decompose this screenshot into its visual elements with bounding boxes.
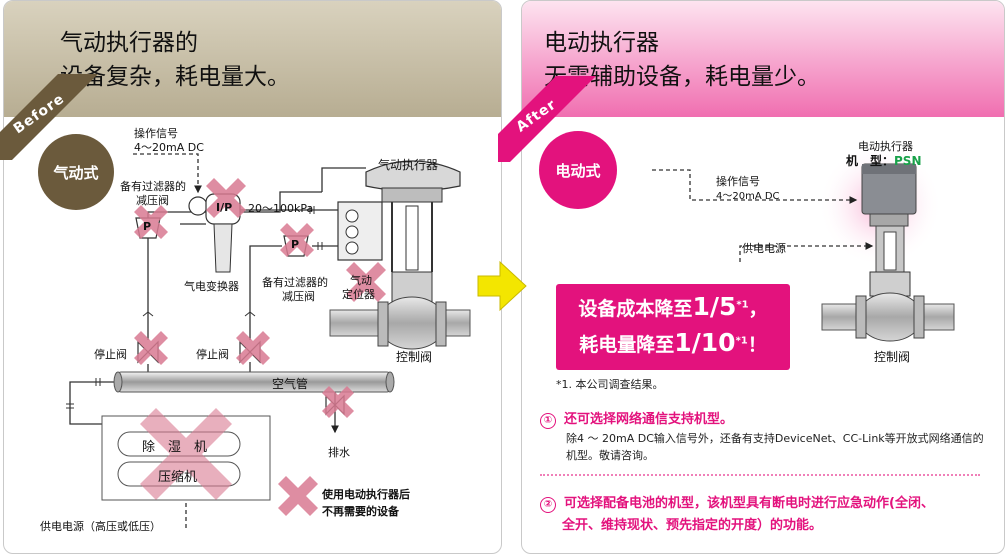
after-signal-label: 操作信号 [716, 175, 760, 188]
before-headline-1: 气动执行器的 [60, 30, 198, 56]
positioner-label-a: 气动 [350, 274, 372, 287]
after-type-badge [539, 131, 617, 209]
removed-mark-icon [236, 331, 270, 365]
cost-prefix: 设备成本降至 [578, 298, 693, 320]
pneumatic-positioner [337, 201, 383, 261]
cost-line: 设备成本降至1/5*1， [556, 292, 790, 321]
reducer-2-label-a: 备有过滤器的 [262, 276, 328, 289]
feature-1-desc: 除4 ～ 20mA DC输入信号外，还备有支持DeviceNet、CC-Link… [566, 432, 984, 462]
after-headline-1: 电动执行器 [544, 30, 659, 56]
stop-valve-1-label: 停止阀 [94, 348, 127, 361]
feature-2-text: 可选择配备电池的机型，该机型具有断电时进行应急动作(全闭、 [564, 496, 934, 511]
control-valve-right-label: 控制阀 [874, 350, 911, 364]
reducer-1-label-b: 减压阀 [136, 194, 169, 207]
signal-range-label: 4～20mA DC [134, 141, 204, 154]
converter-label: 气电变换器 [184, 280, 239, 293]
model-label: 机 型： [846, 154, 895, 168]
reducer-2-p: P [291, 238, 300, 251]
power-suffix: ！ [747, 334, 767, 356]
legend-cross-icon [278, 476, 318, 516]
signal-label: 操作信号 [134, 127, 178, 140]
after-panel: 电动执行器 无需辅助设备，耗电量少。 [521, 0, 1005, 554]
feature-2-title: ② 可选择配备电池的机型，该机型具有断电时进行应急动作(全闭、 [540, 492, 934, 513]
removed-mark-icon [134, 205, 168, 239]
after-ribbon [498, 76, 596, 162]
feature-divider [540, 474, 980, 476]
after-type-label: 电动式 [555, 161, 601, 180]
power-value: 1/10 [674, 328, 736, 357]
positioner-label-b: 定位器 [342, 288, 375, 301]
pneumatic-actuator-label: 气动执行器 [378, 158, 439, 172]
model-row: 机 型：PSN [846, 152, 922, 169]
feature-1-text: 还可选择网络通信支持机型。 [564, 412, 734, 427]
ip-label: I/P [216, 201, 233, 214]
before-type-badge [38, 134, 114, 210]
removed-mark-icon [140, 408, 232, 500]
after-power-label: 供电电源 [742, 242, 786, 255]
reducer-2-label-b: 减压阀 [282, 290, 315, 303]
feature-1-number: ① [540, 413, 556, 429]
control-valve-left [329, 271, 471, 350]
after-header [522, 1, 1004, 117]
cost-sup: *1 [736, 299, 749, 311]
before-header [4, 1, 501, 117]
pneumatic-actuator [365, 160, 461, 272]
power-line: 耗电量降至1/10*1！ [556, 328, 790, 357]
cost-suffix: ， [748, 298, 768, 320]
reducer-1-label-a: 备有过滤器的 [120, 180, 186, 193]
feature-1-title: ① 还可选择网络通信支持机型。 [540, 408, 733, 429]
dehumidifier-label: 除 湿 机 [142, 440, 208, 455]
cost-value: 1/5 [692, 292, 737, 321]
power-prefix: 耗电量降至 [579, 334, 675, 356]
legend-label: 使用电动执行器后 不再需要的设备 [322, 488, 410, 518]
feature-2-line2: 全开、维持现状、预先指定的开度）的功能。 [562, 518, 823, 533]
removed-mark-icon [206, 178, 246, 218]
control-valve-left-label: 控制阀 [396, 350, 433, 364]
power-sup: *1 [735, 335, 748, 347]
power-supply-label: 供电电源（高压或低压） [40, 520, 161, 533]
savings-box: 设备成本降至1/5*1， 耗电量降至1/10*1！ [556, 284, 790, 370]
air-pipe-label: 空气管 [272, 377, 309, 391]
model-name: PSN [894, 154, 922, 168]
feature-2-number: ② [540, 497, 556, 513]
after-signal-range: 4～20mA DC [716, 191, 780, 202]
drain-label: 排水 [328, 446, 350, 459]
reducer-1-p: P [143, 220, 152, 233]
compressor-label: 压缩机 [158, 470, 198, 485]
electric-actuator [861, 163, 917, 275]
removed-mark-icon [346, 262, 386, 302]
stop-valve-2-label: 停止阀 [196, 348, 229, 361]
removed-mark-icon [322, 386, 354, 418]
removed-mark-icon [280, 223, 314, 257]
before-ribbon [0, 74, 98, 160]
pressure-label: 20～100kPa [248, 202, 314, 215]
control-valve-right [821, 271, 955, 342]
before-headline-2: 设备复杂，耗电量大。 [60, 64, 290, 90]
electric-actuator-title: 电动执行器 [858, 140, 913, 153]
footnote: *1. 本公司调查结果。 [556, 378, 664, 391]
transition-arrow [477, 260, 527, 312]
before-type-label: 气动式 [53, 163, 99, 182]
removed-mark-icon [134, 331, 168, 365]
